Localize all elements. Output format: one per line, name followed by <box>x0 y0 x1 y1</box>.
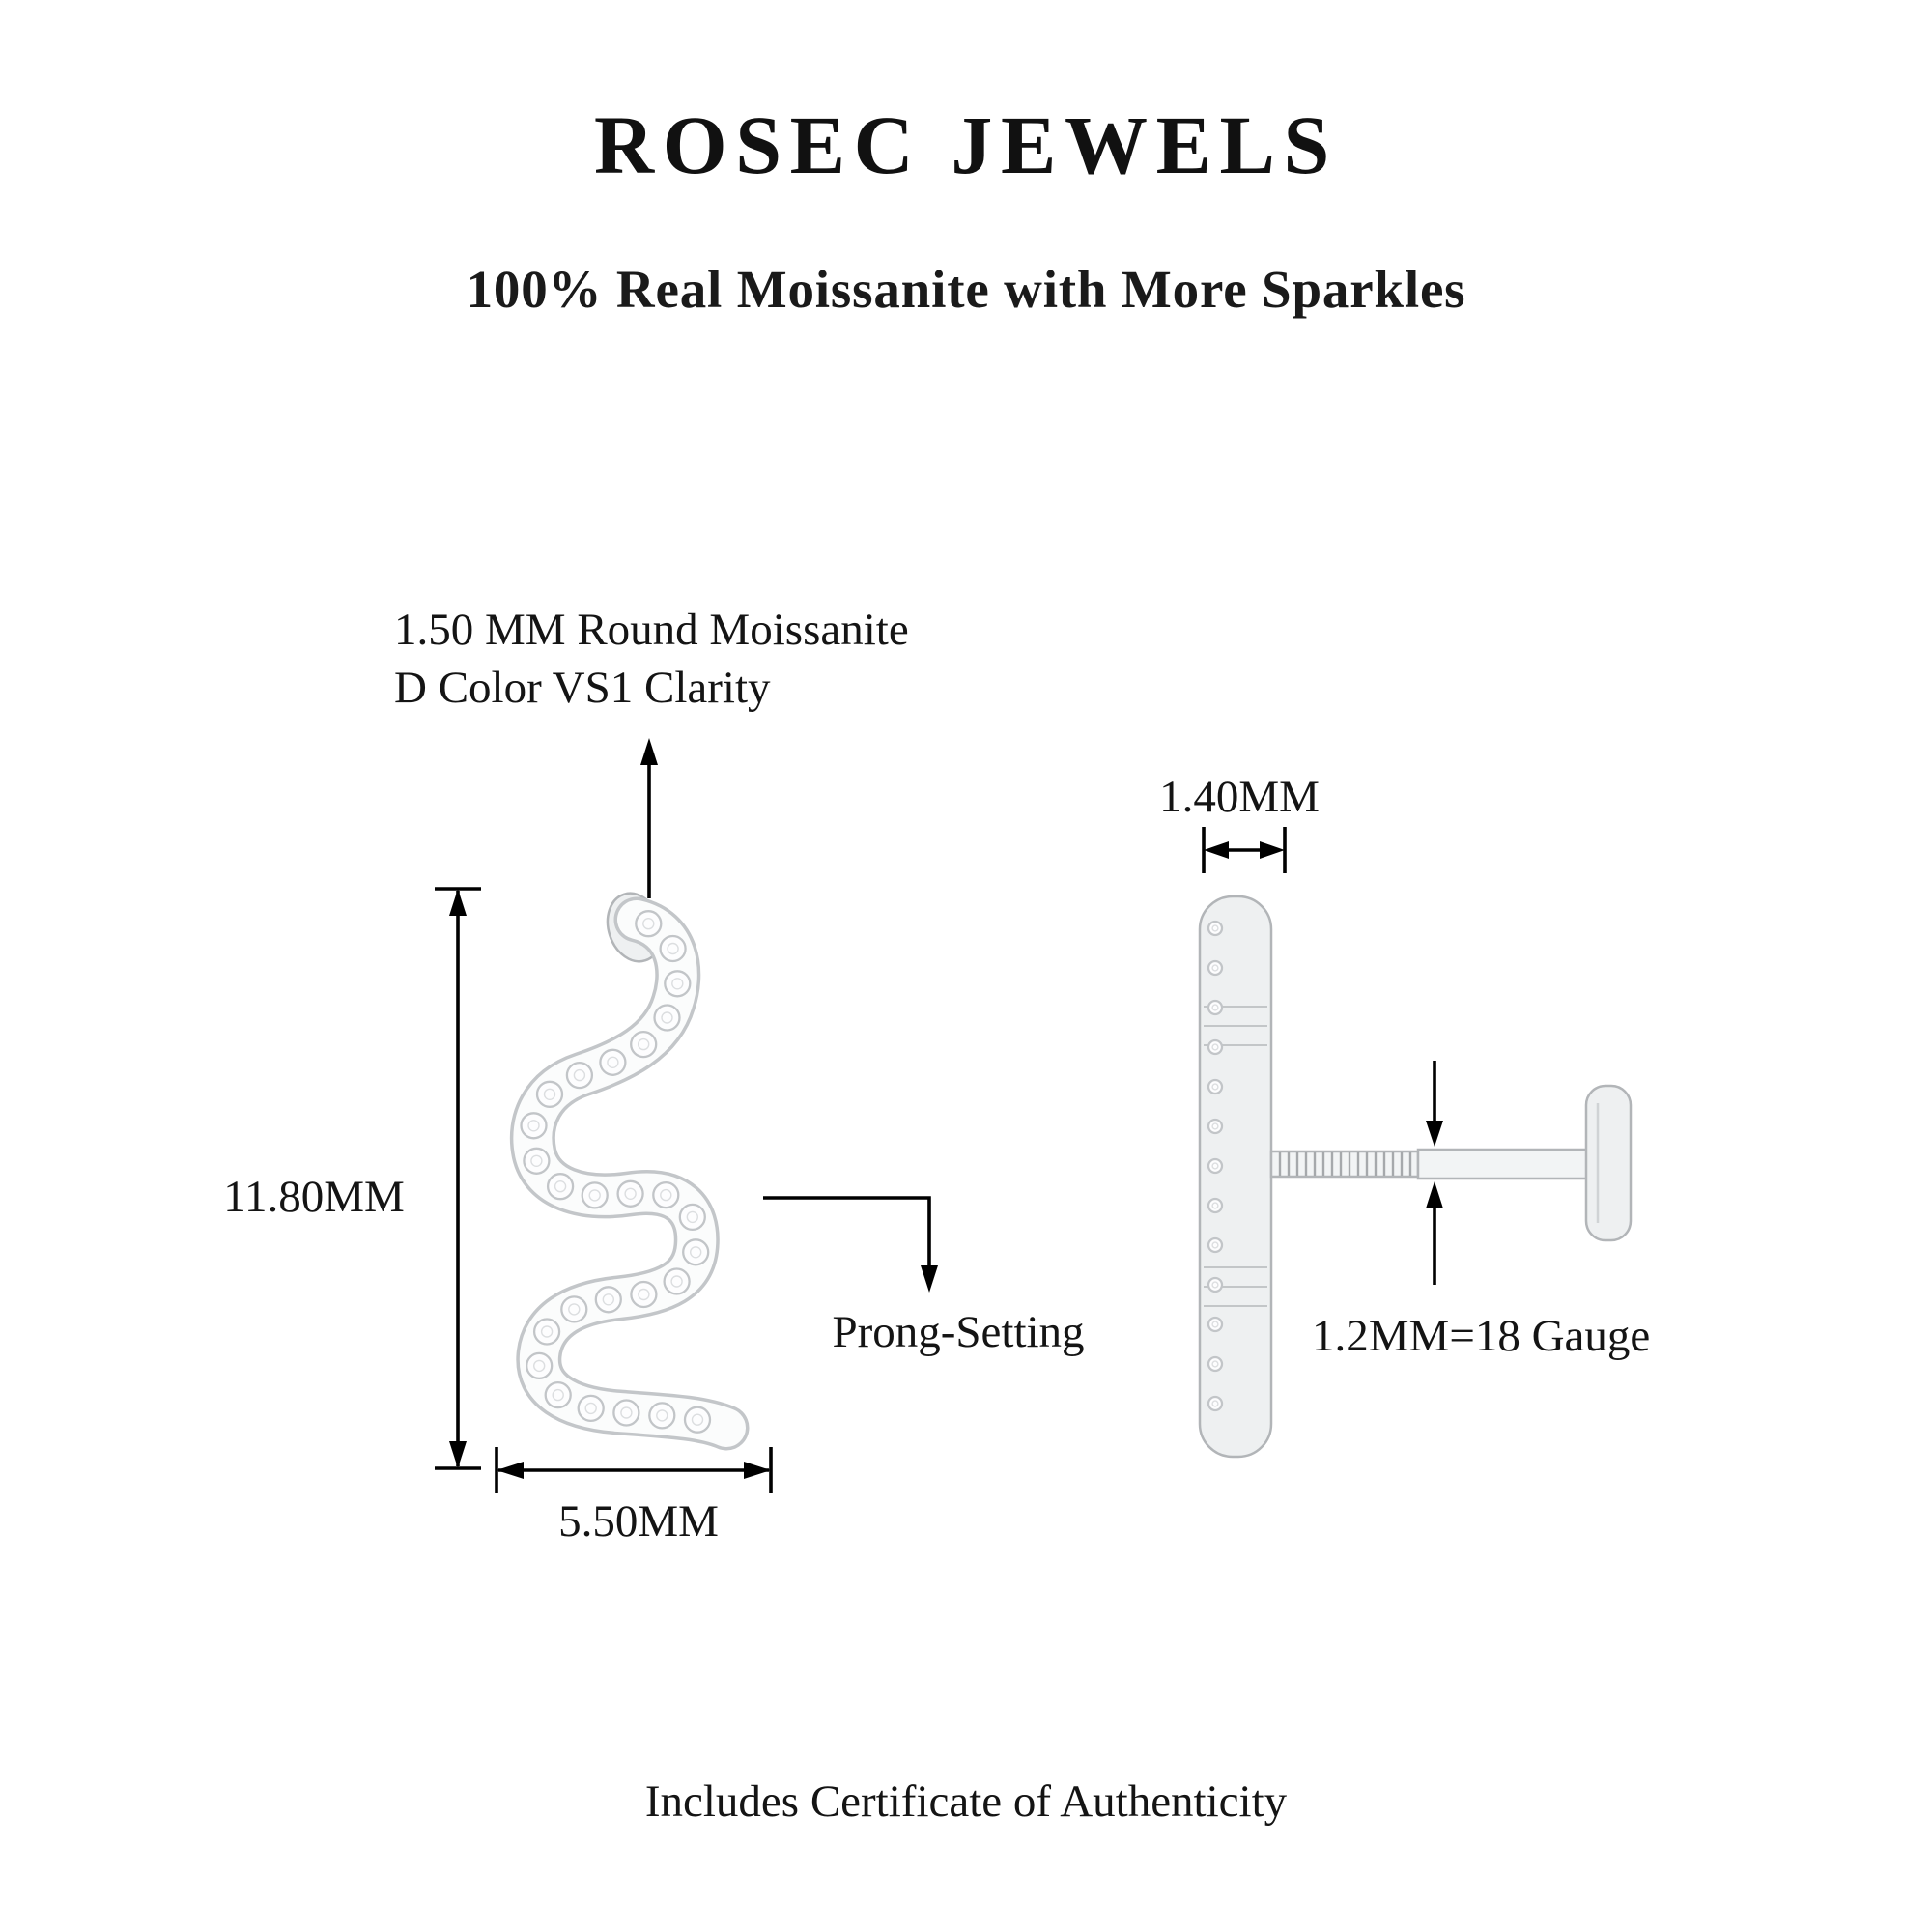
side-stones <box>1207 920 1224 1412</box>
post-shaft <box>1416 1148 1590 1180</box>
pave-stones <box>520 910 712 1434</box>
width-dimension-line <box>495 1447 773 1493</box>
post-threads <box>1278 1152 1412 1176</box>
width-dimension-label: 5.50MM <box>558 1496 719 1547</box>
brand-title: ROSEC JEWELS <box>594 99 1338 191</box>
earring-side-view <box>1198 895 1633 1459</box>
post-width-dimension <box>1202 827 1287 873</box>
stone-annotation-line1: 1.50 MM Round Moissanite <box>394 605 909 655</box>
post-width-label: 1.40MM <box>1159 772 1320 822</box>
gauge-label: 1.2MM=18 Gauge <box>1312 1311 1651 1361</box>
certificate-note: Includes Certificate of Authenticity <box>644 1776 1288 1827</box>
threaded-post <box>1269 1084 1633 1242</box>
prong-setting-label: Prong-Setting <box>832 1307 1085 1357</box>
stone-annotation: 1.50 MM Round Moissanite D Color VS1 Cla… <box>394 601 909 717</box>
prong-callout-arrow <box>763 1196 938 1293</box>
height-dimension-label: 11.80MM <box>223 1172 405 1222</box>
stone-callout-arrow <box>640 738 658 898</box>
side-profile-strip <box>1198 895 1273 1459</box>
flat-back-disc <box>1584 1084 1633 1242</box>
gauge-arrows <box>1426 1061 1443 1285</box>
height-dimension-line <box>435 887 481 1470</box>
snake-earring-front-view <box>509 892 750 1451</box>
post-threaded-section <box>1269 1150 1420 1179</box>
tagline: 100% Real Moissanite with More Sparkles <box>466 260 1466 319</box>
stone-annotation-line2: D Color VS1 Clarity <box>394 663 771 714</box>
